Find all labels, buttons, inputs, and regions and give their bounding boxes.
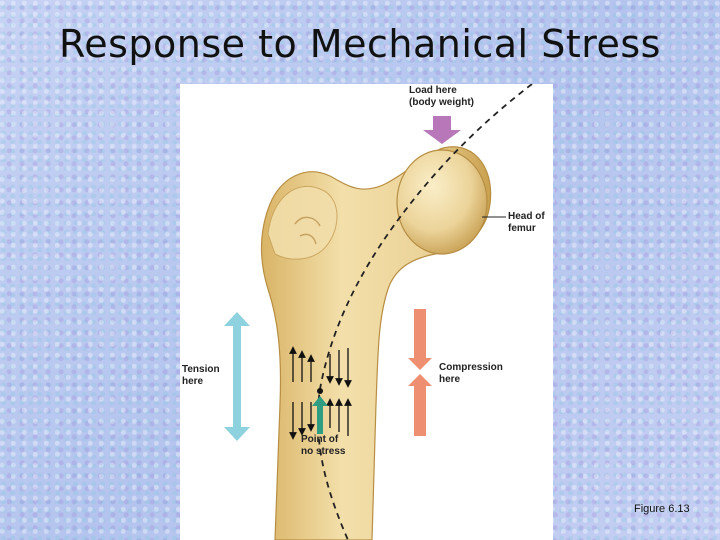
femur-diagram: Load here (body weight) Head of femur Te… — [182, 84, 545, 540]
compression-arrow-top — [408, 309, 432, 370]
stress-arrows — [289, 346, 352, 440]
neutral-point — [317, 388, 323, 394]
load-arrow — [423, 116, 461, 144]
load-label-line1: Load here — [409, 85, 457, 96]
slide-title: Response to Mechanical Stress — [59, 22, 661, 66]
tension-arrow — [224, 312, 250, 441]
neutral-label-line1: Point of — [301, 434, 339, 445]
head-label-line1: Head of — [508, 211, 545, 222]
tension-label-line2: here — [182, 376, 204, 387]
stress-line — [317, 84, 533, 540]
figure-caption: Figure 6.13 — [634, 503, 690, 515]
trochanter-texture — [294, 216, 321, 245]
femur-figure: Load here (body weight) Head of femur Te… — [180, 84, 553, 540]
neutral-label-line2: no stress — [301, 446, 346, 457]
femur-head — [396, 149, 488, 255]
load-label-line2: (body weight) — [409, 97, 474, 108]
compression-arrow-bottom — [408, 374, 432, 436]
tension-label-line1: Tension — [182, 364, 220, 375]
neutral-arrow — [312, 396, 328, 434]
head-label-line2: femur — [508, 223, 536, 234]
compression-label-line2: here — [439, 374, 461, 385]
compression-label-line1: Compression — [439, 362, 503, 373]
greater-trochanter — [267, 185, 338, 260]
